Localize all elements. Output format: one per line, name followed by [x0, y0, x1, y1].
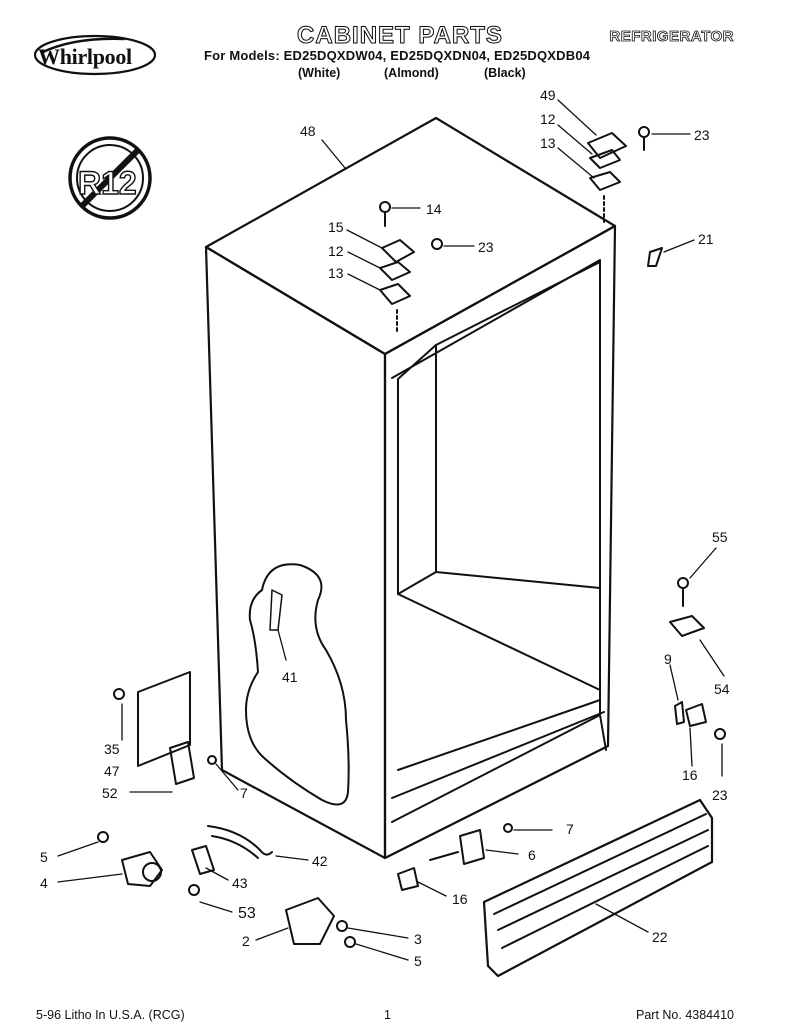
part-35-47	[113, 671, 191, 767]
callout-4: 4	[40, 875, 48, 891]
variant-black: (Black)	[484, 66, 526, 80]
callout-14: 14	[426, 201, 442, 217]
callout-54: 54	[714, 681, 730, 697]
logo-swoosh-icon	[33, 34, 157, 76]
callout-2: 2	[242, 933, 250, 949]
toe-grille	[482, 798, 714, 978]
right-roller	[188, 884, 356, 948]
models-line: For Models: ED25DQXDW04, ED25DQXDN04, ED…	[204, 48, 591, 63]
page-number: 1	[384, 1008, 391, 1022]
callout-53: 53	[238, 905, 256, 922]
part-6-7	[429, 823, 513, 865]
part-number: Part No. 4384410	[636, 1008, 734, 1022]
callout-16-right: 16	[682, 767, 698, 783]
callout-labels: 48 49 12 13 23 14 15 12 23 13 21 55 41 9…	[40, 87, 730, 969]
callout-41: 41	[282, 669, 298, 685]
callout-5-left: 5	[40, 849, 48, 865]
callout-23-center: 23	[478, 239, 494, 255]
callout-47: 47	[104, 763, 120, 779]
variant-almond: (Almond)	[384, 66, 439, 80]
callout-48: 48	[300, 123, 316, 139]
callout-49: 49	[540, 87, 556, 103]
no-r12-icon	[68, 136, 152, 220]
part-52	[169, 741, 217, 785]
callout-3: 3	[414, 931, 422, 947]
callout-9: 9	[664, 651, 672, 667]
part-9-16	[674, 701, 726, 740]
part-21	[647, 247, 663, 267]
callout-42: 42	[312, 853, 328, 869]
whirlpool-logo	[33, 33, 163, 82]
variant-white: (White)	[298, 66, 341, 80]
callout-23-upper: 23	[694, 127, 710, 143]
callout-13-center: 13	[328, 265, 344, 281]
callout-35: 35	[104, 741, 120, 757]
callout-16-bottom: 16	[452, 891, 468, 907]
callout-22: 22	[652, 929, 668, 945]
callout-7-left: 7	[240, 785, 248, 801]
page-title: CABINET PARTS	[297, 22, 503, 50]
callout-12-center: 12	[328, 243, 344, 259]
cabinet-shell	[204, 116, 617, 860]
brand-name: Whirlpool	[38, 44, 132, 69]
callout-13-upper: 13	[540, 135, 556, 151]
callout-15: 15	[328, 219, 344, 235]
callout-5-right: 5	[414, 953, 422, 969]
leader-lines	[57, 99, 725, 961]
part-55-54	[669, 577, 705, 637]
print-info: 5-96 Litho In U.S.A. (RCG)	[36, 1008, 185, 1022]
callout-6: 6	[528, 847, 536, 863]
part-16-bottom	[397, 867, 419, 891]
water-tube	[191, 825, 273, 875]
center-hinge-assembly	[379, 201, 443, 335]
callout-12-upper: 12	[540, 111, 556, 127]
callout-43: 43	[232, 875, 248, 891]
callout-23-lower: 23	[712, 787, 728, 803]
callout-7-right: 7	[566, 821, 574, 837]
badge-text: R12	[78, 165, 137, 201]
callout-52: 52	[102, 785, 118, 801]
upper-hinge-assembly	[587, 126, 650, 223]
product-category: REFRIGERATOR	[609, 28, 734, 46]
left-roller	[97, 831, 163, 887]
callout-55: 55	[712, 529, 728, 545]
callout-21: 21	[698, 231, 714, 247]
